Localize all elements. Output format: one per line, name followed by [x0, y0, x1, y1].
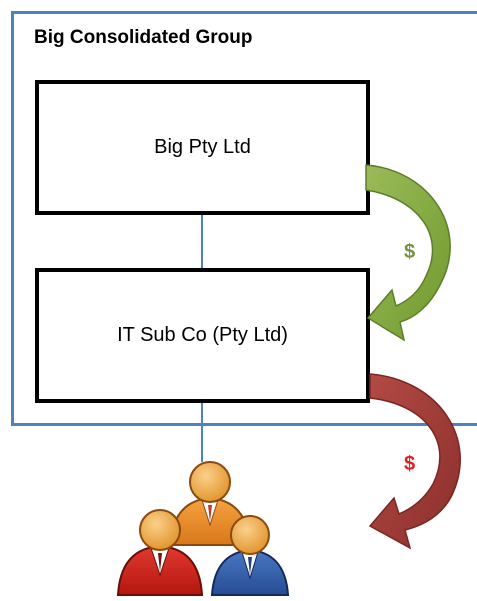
person-blue: [210, 515, 290, 596]
inbound-dollar-label: $: [404, 241, 416, 263]
outbound-dollar-label: $: [404, 453, 416, 475]
entity-it-sub-co: IT Sub Co (Pty Ltd): [35, 268, 370, 403]
red-flow-arrow: [368, 373, 461, 550]
entity-big-pty-ltd: Big Pty Ltd: [35, 80, 370, 215]
entity-label: Big Pty Ltd: [154, 136, 251, 158]
entity-label: IT Sub Co (Pty Ltd): [117, 324, 288, 346]
group-title: Big Consolidated Group: [34, 27, 253, 48]
green-flow-arrow: [365, 164, 451, 342]
person-red: [116, 509, 204, 596]
